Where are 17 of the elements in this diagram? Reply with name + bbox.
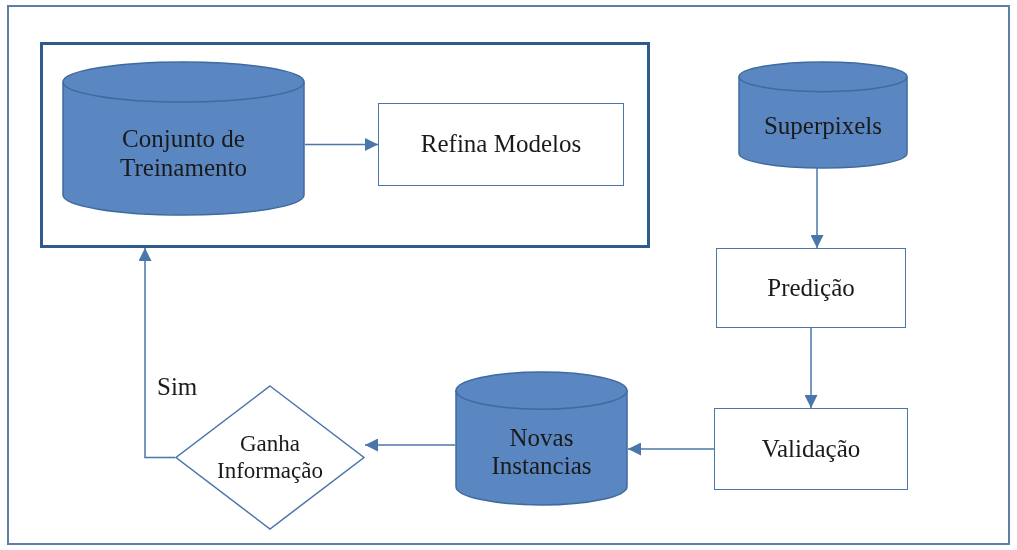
process-box <box>716 248 906 328</box>
node-label: Ganha Informação <box>216 431 324 484</box>
arrow <box>810 167 824 249</box>
arrow <box>627 442 715 456</box>
process-box <box>378 103 624 186</box>
arrow <box>138 247 176 459</box>
process-box <box>714 408 908 490</box>
node-label: Conjunto de Treinamento <box>119 124 248 183</box>
node-label: Superpixels <box>763 111 882 141</box>
node-label: Refina Modelos <box>420 130 582 159</box>
node-label: Predição <box>767 273 855 303</box>
arrow <box>304 138 379 151</box>
arrow <box>804 327 818 409</box>
node-label: Novas Instancias <box>490 423 593 482</box>
group-frame <box>40 42 650 248</box>
arrow <box>364 438 456 452</box>
node-label: Validação <box>761 434 861 464</box>
